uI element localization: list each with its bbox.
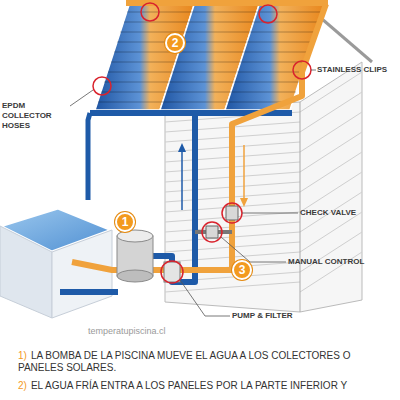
callout-number: 1 — [115, 212, 135, 232]
leader-line — [311, 70, 316, 71]
callout-text: 1 — [122, 215, 129, 229]
collector-tube — [98, 102, 293, 103]
filter-body — [164, 262, 180, 282]
step-note-box: 2) EL AGUA FRÍA ENTRA A LOS PANELES POR L… — [18, 380, 398, 392]
siding-line — [300, 132, 362, 172]
siding-line — [300, 112, 362, 152]
blue-hose — [88, 113, 90, 200]
part-label-box: CHECK VALVE — [300, 208, 398, 218]
callout-text: 2 — [172, 36, 179, 50]
pool-wall — [0, 226, 52, 318]
part-label-box: STAINLESS CLIPS — [317, 65, 399, 75]
siding-line — [300, 152, 362, 192]
watermark: temperatupiscina.cl — [88, 326, 166, 336]
collector-tubes — [98, 12, 322, 102]
arrow-head — [240, 198, 248, 207]
highlight-circle — [141, 3, 159, 21]
part-label-box: MANUAL CONTROL — [288, 257, 398, 267]
leader-line — [180, 280, 230, 316]
callout-number: 2 — [165, 33, 185, 53]
red-markers — [93, 3, 311, 283]
check-valve-body — [226, 206, 238, 220]
pool-wall — [52, 230, 112, 318]
valve-body — [206, 226, 218, 238]
siding-line — [300, 232, 362, 272]
highlight-circle — [222, 203, 242, 223]
watermark-box: temperatupiscina.cl — [88, 326, 228, 337]
part-label-box: PUMP & FILTER — [232, 311, 352, 321]
highlight-circle — [259, 5, 277, 23]
step-note: EL AGUA FRÍA ENTRA A LOS PANELES POR LA … — [31, 380, 347, 391]
siding-line — [300, 212, 362, 252]
leader-line — [221, 237, 286, 262]
flow-arrow — [181, 150, 183, 210]
pump-base — [117, 270, 153, 282]
callout-text: 3 — [239, 263, 246, 277]
leader-line — [70, 90, 93, 106]
highlight-circle — [93, 77, 111, 95]
highlight-circle — [293, 61, 311, 79]
cold-pipe — [60, 289, 118, 295]
callout-number: 3 — [232, 260, 252, 280]
leader-lines — [70, 70, 316, 316]
part-label: MANUAL CONTROL — [288, 257, 364, 266]
siding-line — [300, 172, 362, 212]
siding-line — [300, 92, 362, 132]
step-note-box: 1)LA BOMBA DE LA PISCINA MUEVE EL AGUA A… — [18, 350, 363, 374]
collector-tube — [124, 22, 319, 23]
arrow-head — [178, 143, 186, 152]
step-note: LA BOMBA DE LA PISCINA MUEVE EL AGUA A L… — [18, 350, 350, 373]
hot-pipe — [72, 4, 326, 270]
step-number: 1) — [18, 350, 27, 361]
highlight-circle — [202, 222, 222, 242]
cold-pipe — [153, 113, 195, 282]
collector-tube — [114, 52, 309, 53]
collector-tube — [127, 12, 322, 13]
leader-line — [242, 213, 298, 214]
part-label-box: EPDM COLLECTOR HOSES — [2, 101, 74, 131]
siding-line — [300, 72, 362, 112]
flow-arrow — [243, 145, 245, 200]
part-label: CHECK VALVE — [300, 208, 356, 217]
siding-line — [300, 192, 362, 232]
highlight-circle — [161, 261, 183, 283]
collector-tube — [117, 42, 312, 43]
collector-tube — [120, 32, 315, 33]
part-label: STAINLESS CLIPS — [317, 65, 387, 74]
step-number: 2) — [18, 380, 27, 391]
collector-tube — [104, 82, 299, 83]
wall-corner — [300, 102, 301, 312]
collector-tube — [101, 92, 296, 93]
part-label: PUMP & FILTER — [232, 311, 293, 320]
collector-tube — [111, 62, 306, 63]
collector-tube — [108, 72, 303, 73]
part-label: EPDM COLLECTOR HOSES — [2, 101, 52, 130]
